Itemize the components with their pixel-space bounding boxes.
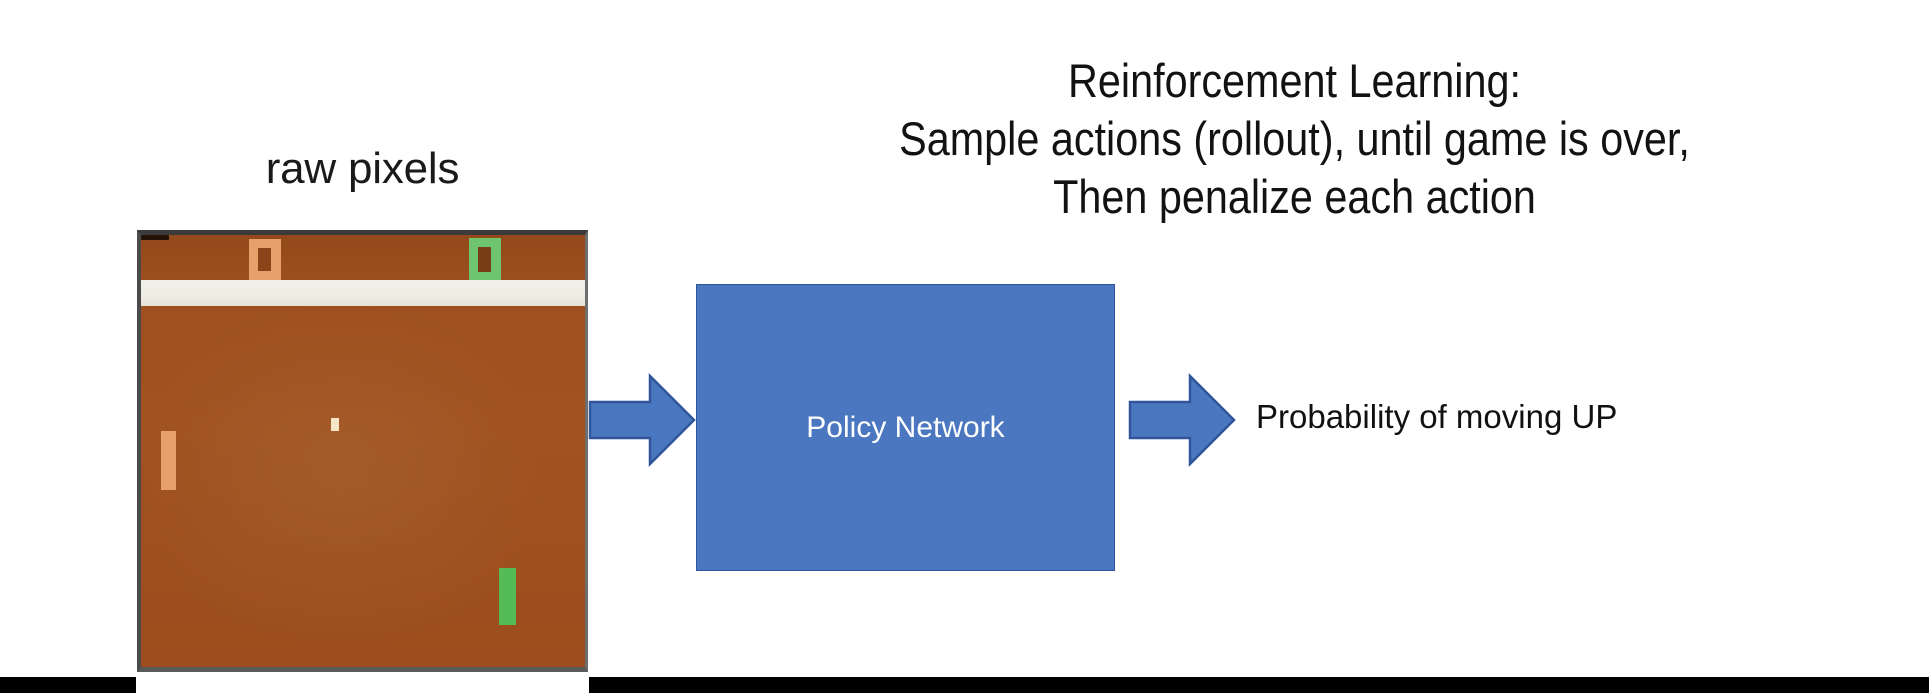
bottom-bar-right-segment (589, 677, 1929, 693)
pong-paddle-right (499, 568, 516, 625)
heading-line-3: Then penalize each action (1053, 170, 1536, 223)
right-arrow-icon (588, 372, 696, 468)
pong-score-band (141, 235, 585, 280)
raw-pixels-label: raw pixels (265, 144, 460, 193)
heading-line-1: Reinforcement Learning: (1068, 54, 1521, 107)
screen-corner-mark-icon (141, 235, 169, 240)
pong-score-right-digit (469, 238, 501, 281)
slide-heading: Reinforcement Learning: Sample actions (… (660, 52, 1929, 226)
heading-line-2: Sample actions (rollout), until game is … (899, 112, 1690, 165)
pong-game-screenshot (137, 230, 588, 672)
pong-ball (331, 418, 339, 431)
pong-divider-line (141, 280, 585, 306)
pong-score-left-digit (249, 239, 281, 280)
output-label: Probability of moving UP (1256, 398, 1618, 435)
policy-network-label: Policy Network (806, 410, 1005, 444)
bottom-bar-left-segment (0, 677, 136, 693)
pong-paddle-left (161, 431, 176, 490)
right-arrow-icon (1128, 372, 1236, 468)
policy-network-box[interactable]: Policy Network (696, 284, 1115, 571)
